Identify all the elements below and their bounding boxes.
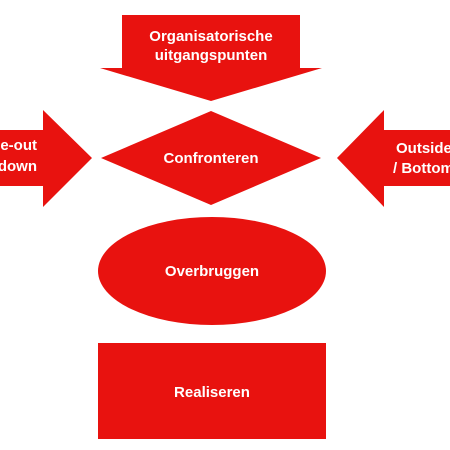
realiseren-rectangle: Realiseren <box>98 343 326 439</box>
diamond-shape <box>101 111 321 205</box>
ellipse-label: Overbruggen <box>165 263 259 280</box>
left-arrow-shape <box>337 110 450 207</box>
top-arrow-label-line2: uitgangspunten <box>155 47 268 64</box>
organisational-starting-points-arrow: Organisatorische uitgangspunten <box>100 15 322 101</box>
overbruggen-ellipse: Overbruggen <box>98 217 326 325</box>
top-arrow-label-line1: Organisatorische <box>149 28 272 45</box>
right-arrow-label-line1: Outside- <box>396 140 450 157</box>
outside-in-arrow: Outside- / Bottom <box>337 110 450 207</box>
confronteren-diamond: Confronteren <box>101 111 321 205</box>
down-arrow-shape <box>100 15 322 101</box>
ellipse-shape <box>98 217 326 325</box>
diamond-label: Confronteren <box>164 150 259 167</box>
rectangle-label: Realiseren <box>174 384 250 401</box>
rectangle-shape <box>98 343 326 439</box>
right-arrow-shape <box>0 110 92 207</box>
left-arrow-label-line2: down <box>0 158 37 175</box>
left-arrow-label-line1: e-out <box>0 137 37 154</box>
inside-out-arrow: e-out down <box>0 110 92 207</box>
right-arrow-label-line2: / Bottom <box>393 160 450 177</box>
